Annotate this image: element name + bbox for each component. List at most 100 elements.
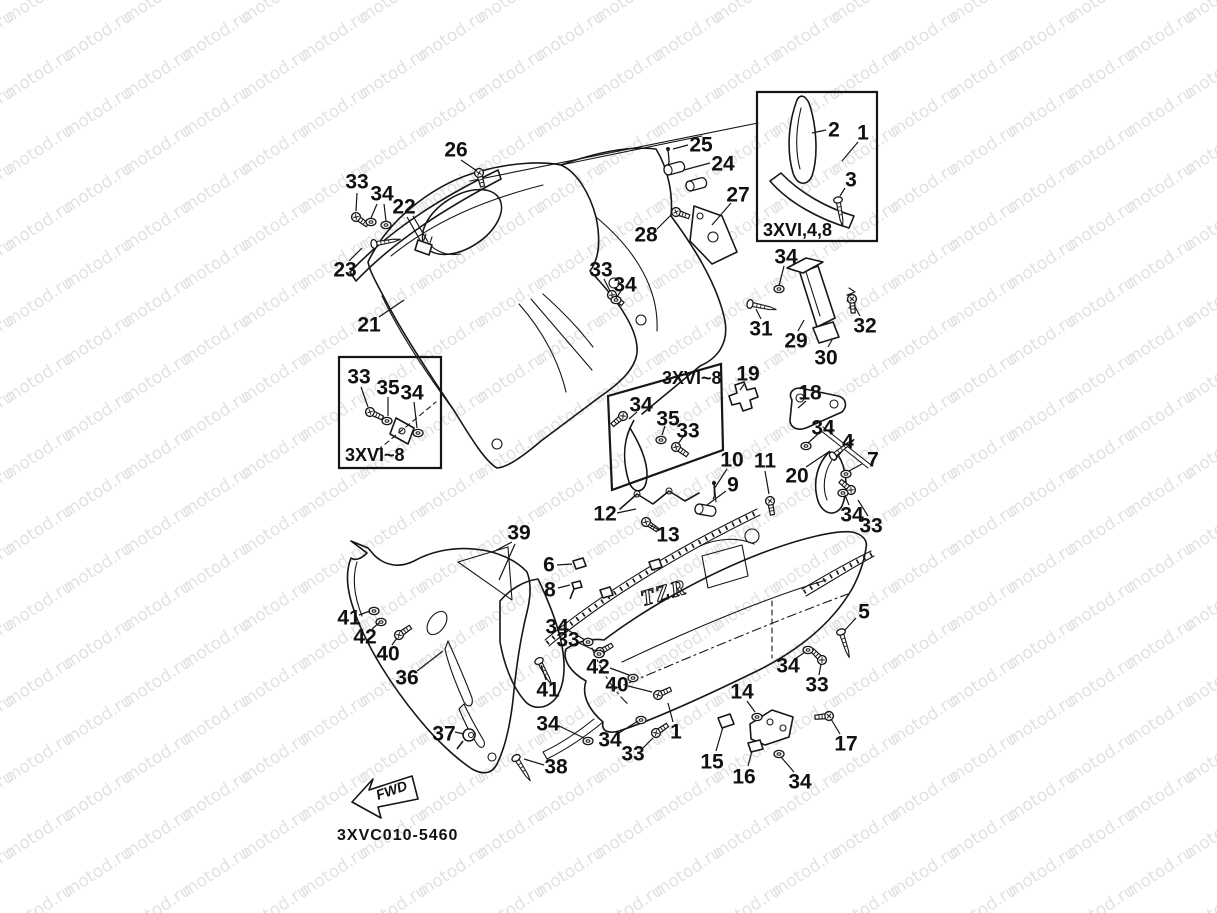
bracket-30 bbox=[812, 321, 840, 344]
leader-line bbox=[818, 663, 822, 676]
inner-panel-s-curve bbox=[595, 216, 658, 332]
band-1 bbox=[769, 172, 855, 229]
part-label-24: 24 bbox=[711, 153, 735, 176]
bolt-hole bbox=[491, 438, 503, 450]
part-label-33: 33 bbox=[859, 515, 882, 538]
leader-line bbox=[616, 508, 637, 514]
bolt-icon bbox=[813, 710, 835, 723]
leader-line bbox=[794, 651, 806, 660]
leader-line bbox=[827, 339, 833, 348]
part-label-28: 28 bbox=[634, 224, 658, 247]
part-label-33: 33 bbox=[589, 259, 612, 282]
part-label-32: 32 bbox=[853, 315, 876, 338]
clip-37 bbox=[456, 728, 476, 750]
leader-line bbox=[523, 758, 545, 766]
leader-line bbox=[778, 265, 785, 287]
stay-arm-middle-box bbox=[623, 419, 648, 492]
bushing-icon bbox=[693, 502, 718, 518]
part-label-33: 33 bbox=[621, 743, 644, 766]
leader-line bbox=[805, 450, 831, 468]
leader-line bbox=[833, 449, 844, 462]
leader-line bbox=[857, 499, 869, 517]
part-label-3: 3 bbox=[845, 169, 857, 192]
part-label-34: 34 bbox=[774, 246, 798, 269]
part-label-22: 22 bbox=[392, 196, 415, 219]
part-label-31: 31 bbox=[749, 318, 773, 341]
tail-strip bbox=[542, 718, 604, 760]
leader-line bbox=[797, 400, 807, 409]
leader-line bbox=[844, 617, 857, 631]
plate-16 bbox=[747, 739, 764, 753]
part-label-33: 33 bbox=[345, 171, 368, 194]
leader-line bbox=[746, 700, 756, 713]
screw-icon bbox=[510, 752, 535, 784]
part-label-34: 34 bbox=[811, 417, 835, 440]
leader-line bbox=[683, 162, 711, 171]
part-label-30: 30 bbox=[814, 347, 837, 370]
leader-line bbox=[576, 641, 597, 652]
part-label-40: 40 bbox=[376, 643, 399, 666]
bushing-icon bbox=[684, 176, 709, 193]
inset-box-middle bbox=[606, 362, 725, 492]
leader-line bbox=[460, 159, 478, 172]
part-label-34: 34 bbox=[400, 382, 424, 405]
leader-line bbox=[413, 401, 418, 429]
rail-clamp bbox=[648, 558, 663, 571]
windscreen-edge-b bbox=[560, 135, 703, 166]
panel-left-inner-line bbox=[381, 295, 453, 409]
part-label-15: 15 bbox=[700, 751, 724, 774]
leader-line bbox=[661, 425, 666, 436]
washer-icon bbox=[381, 416, 393, 426]
upper-cowl-outline bbox=[367, 162, 638, 469]
part-label-25: 25 bbox=[689, 134, 713, 157]
bracket-27 bbox=[689, 205, 738, 265]
part-label-11: 11 bbox=[754, 450, 777, 473]
part-label-33: 33 bbox=[676, 420, 699, 443]
bolt-icon bbox=[363, 405, 386, 423]
washer-icon bbox=[412, 428, 424, 438]
leader-line bbox=[378, 299, 405, 318]
upper-cowl-assembly bbox=[349, 122, 759, 469]
leader-line bbox=[557, 584, 571, 589]
part-label-35: 35 bbox=[656, 408, 680, 431]
leader-line bbox=[747, 750, 753, 767]
part-label-1: 1 bbox=[857, 122, 869, 145]
leader-line bbox=[615, 290, 622, 299]
part-label-4: 4 bbox=[842, 431, 854, 454]
leader-line bbox=[853, 304, 861, 317]
fwd-arrow: FWD bbox=[351, 775, 419, 819]
part-label-23: 23 bbox=[333, 259, 356, 282]
leader-line bbox=[677, 436, 684, 445]
part-label-17: 17 bbox=[834, 733, 857, 756]
part-label-20: 20 bbox=[785, 465, 808, 488]
link-12 bbox=[619, 490, 700, 510]
leader-line bbox=[492, 541, 513, 553]
stripe bbox=[621, 579, 827, 663]
part-label-34: 34 bbox=[598, 729, 622, 752]
crease-lines bbox=[518, 293, 594, 393]
part-label-34: 34 bbox=[613, 274, 637, 297]
part-label-40: 40 bbox=[605, 674, 628, 697]
leader-line bbox=[556, 563, 573, 566]
part-label-21: 21 bbox=[357, 314, 381, 337]
leader-line bbox=[706, 490, 727, 506]
strut-29 bbox=[799, 265, 836, 328]
bolt-icon bbox=[651, 684, 674, 702]
part-label-14: 14 bbox=[730, 681, 754, 704]
inset-box-left bbox=[337, 355, 443, 470]
part-label-34: 34 bbox=[840, 504, 864, 527]
washer-icon bbox=[380, 220, 392, 230]
leader-line bbox=[713, 468, 728, 490]
leader-line bbox=[603, 278, 611, 292]
washer-icon bbox=[365, 217, 377, 227]
clamp-6 bbox=[572, 557, 587, 570]
flange bbox=[786, 257, 824, 274]
leader-line bbox=[839, 187, 846, 197]
leader-line bbox=[797, 319, 805, 332]
windscreen-edge-a bbox=[469, 122, 759, 182]
washer-icon bbox=[368, 606, 380, 616]
vent-slot bbox=[444, 640, 473, 707]
clamp-19 bbox=[728, 381, 759, 412]
part-label-37: 37 bbox=[432, 723, 455, 746]
center-keel bbox=[457, 546, 587, 709]
